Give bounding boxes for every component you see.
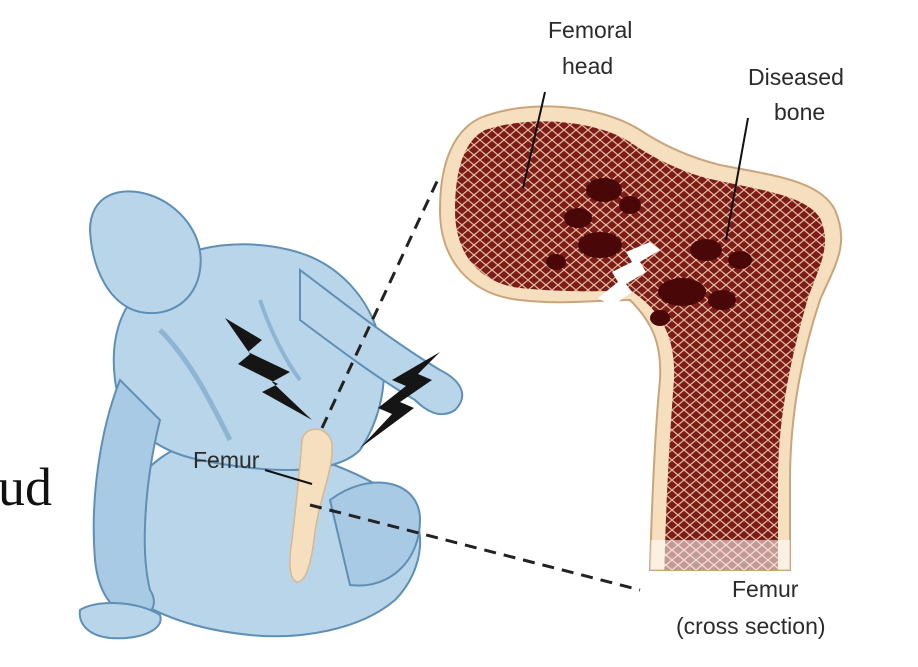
figure (80, 191, 462, 638)
label-femoral-head-2: head (562, 53, 613, 79)
bone-cross-section (440, 106, 841, 580)
cropped-text-fragment: ud (0, 457, 52, 517)
label-diseased-bone: Diseased (748, 64, 844, 90)
label-femur-cross-section: Femur (732, 576, 799, 602)
label-femoral-head: Femoral (548, 17, 632, 43)
label-femur-body: Femur (193, 447, 260, 473)
label-femur-cross-section-2: (cross section) (676, 613, 826, 639)
label-diseased-bone-2: bone (774, 99, 825, 125)
